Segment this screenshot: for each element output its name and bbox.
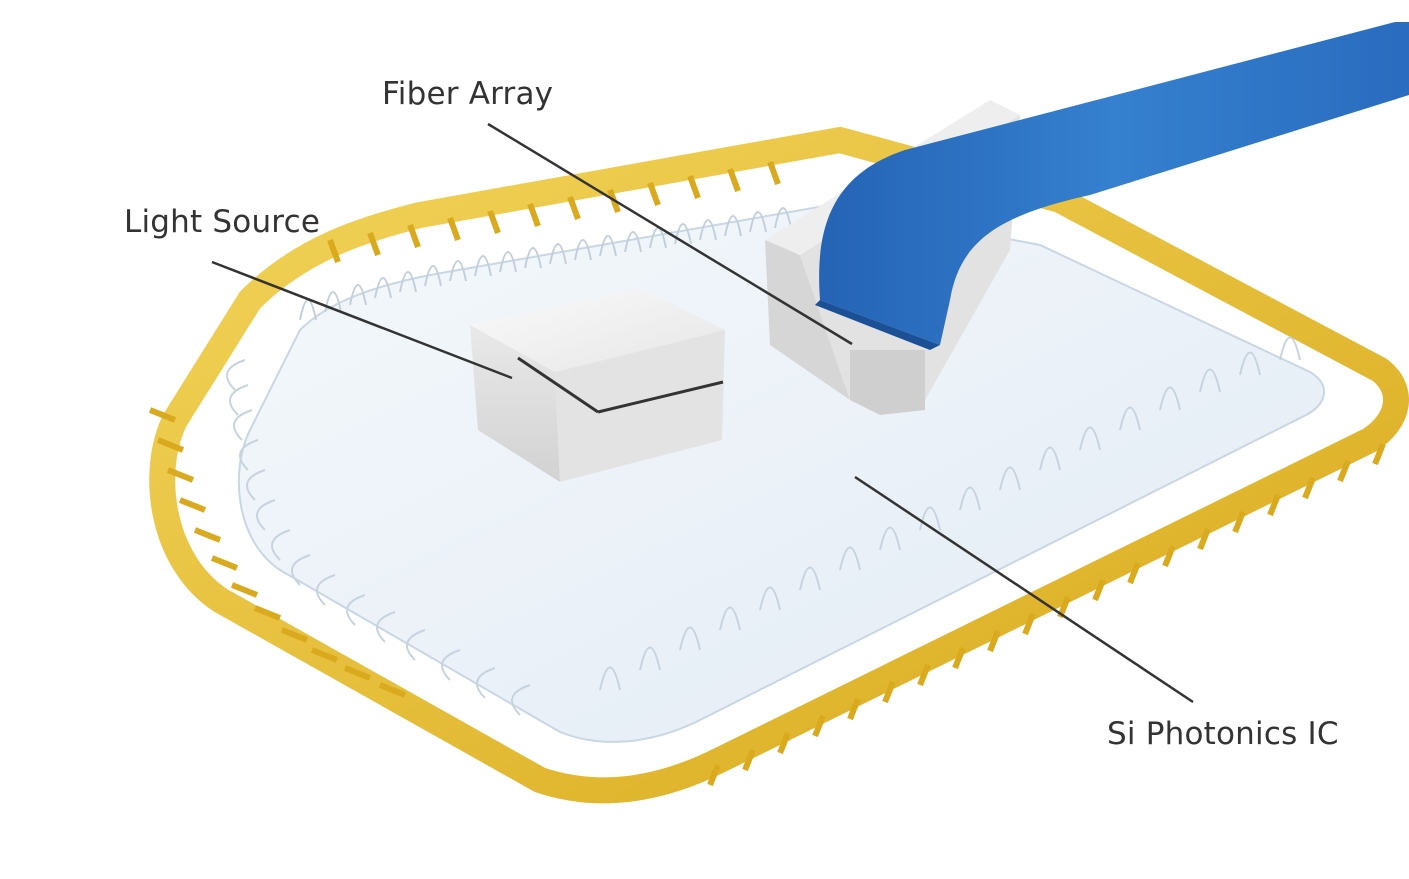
fiber-array-end-cap xyxy=(850,350,925,415)
si-photonics-ic-label: Si Photonics IC xyxy=(1107,716,1339,752)
fiber-array-label: Fiber Array xyxy=(382,76,553,112)
light-source-label: Light Source xyxy=(124,204,320,240)
